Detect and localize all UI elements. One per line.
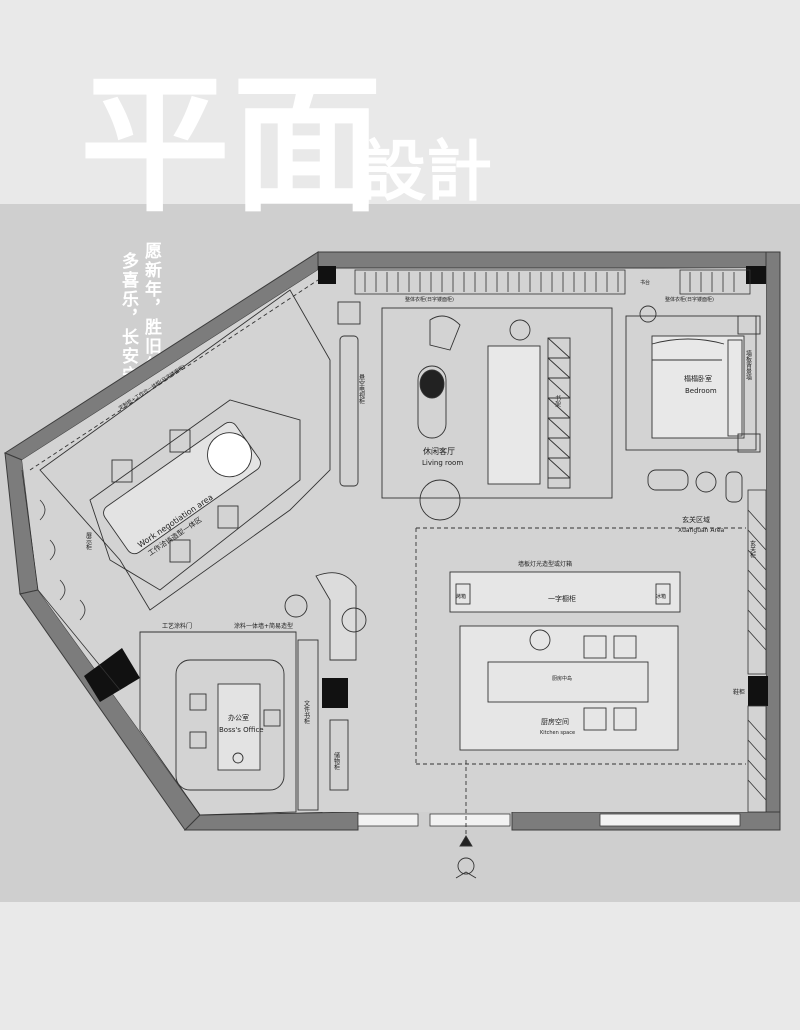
boss-office — [139, 572, 367, 816]
bedroom-en: Bedroom — [685, 387, 717, 395]
kitchen-en: Kitchen space — [540, 730, 575, 736]
boss-office-en: Boss's Office — [219, 726, 264, 734]
light-cabinet-label: 墙板灯光造型或灯箱 — [518, 560, 572, 568]
storage-label: 储物柜 — [333, 751, 340, 771]
bedroom-cn: 榻榻卧室 — [684, 374, 712, 383]
poem-line-2: 多喜乐，长安宁 — [118, 252, 138, 385]
shoe-cabinet-label: 玄关柜 — [749, 539, 756, 559]
boss-office-cn: 办公室 — [228, 713, 249, 722]
top-cabinet-right-label: 整体衣柜(日字镂面柜) — [665, 296, 714, 303]
work-area — [29, 279, 331, 611]
oven-left-label: 烤箱 — [456, 593, 466, 600]
xuanguan-cn: 玄关区域 — [682, 515, 710, 524]
display-left-label: 展示柜 — [85, 532, 92, 551]
bedroom — [625, 305, 761, 503]
craft-door-label: 工艺涂料门 — [162, 622, 192, 630]
bookshelf-label: 书架 — [554, 394, 561, 408]
living-room — [337, 301, 613, 521]
bed-wall-label: 墙板背景墙 — [745, 349, 752, 381]
right-wall-cabinets — [747, 489, 767, 813]
entrance-marker — [455, 760, 477, 879]
living-room-cn: 休闲客厅 — [423, 446, 455, 456]
kitchen — [415, 527, 746, 765]
structural-columns — [84, 266, 768, 708]
straight-cabinet-label: 一字橱柜 — [548, 594, 576, 603]
top-wardrobe — [354, 269, 751, 295]
top-cabinet-label: 整体衣柜(日字镂面柜) — [405, 296, 454, 303]
island-label: 厨房中岛 — [552, 675, 572, 682]
entry-cabinet-label: 鞋柜 — [733, 688, 745, 696]
page-title-main: 平面 — [80, 57, 385, 233]
left-display — [21, 469, 121, 691]
living-room-en: Living room — [422, 459, 463, 467]
page-title-sub: 設計 — [360, 132, 492, 210]
kitchen-cn: 厨房空间 — [541, 717, 569, 726]
poem-line-1: 愿新年，胜旧年 — [141, 242, 161, 375]
file-cabinet-label: 文件书柜 — [303, 699, 310, 725]
paint-wall-label: 涂料一体墙+简易造型 — [234, 622, 293, 630]
tv-cabinet-label: 悬空电视柜 — [358, 374, 365, 405]
oven-right-label: 冰箱 — [656, 593, 666, 600]
xuanguan-en: Xuanguan Area — [678, 527, 725, 534]
window-openings — [357, 813, 741, 827]
desk-label: 书台 — [640, 279, 650, 286]
